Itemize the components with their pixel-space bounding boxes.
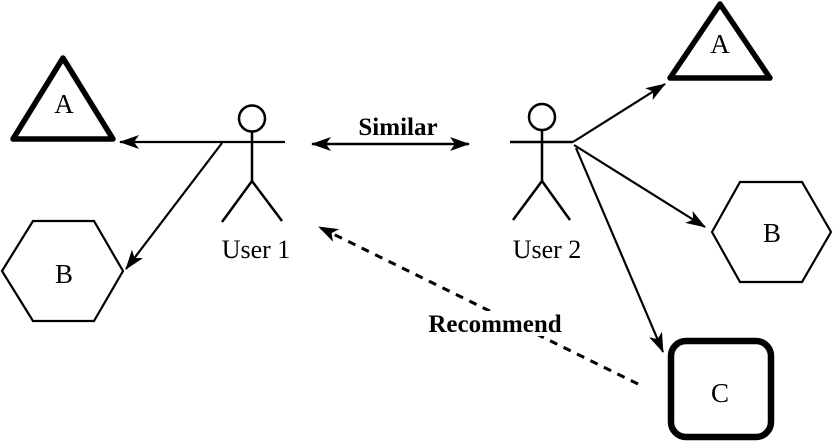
left-triangle-shape	[10, 55, 116, 142]
left-hexagon-label: B	[55, 259, 73, 289]
user1-left-leg	[220, 180, 254, 223]
recommend-label-background	[424, 311, 566, 336]
user2-left-leg	[511, 180, 544, 221]
square-c-label: C	[711, 378, 729, 408]
arrow-user1-to-left-hexagon	[125, 142, 223, 270]
recommend-arrow	[318, 225, 639, 386]
left-triangle-label: A	[54, 89, 74, 119]
right-hexagon-label: B	[763, 218, 781, 248]
user2-head	[527, 102, 557, 132]
user1-head	[237, 104, 267, 133]
user1-figure: User 1	[220, 104, 291, 264]
arrow-user2-to-square-c	[574, 147, 665, 353]
arrow-user2-to-right-triangle	[572, 83, 666, 143]
right-triangle-shape	[667, 1, 773, 81]
user2-right-leg	[540, 180, 572, 221]
arrow-user2-to-right-hexagon	[573, 144, 706, 228]
similar-label: Similar	[358, 114, 437, 141]
user1-right-leg	[251, 180, 283, 222]
square-c-shape	[667, 337, 775, 441]
user1-label: User 1	[222, 235, 291, 264]
recommend-label: Recommend	[428, 311, 561, 338]
user2-figure: User 2	[510, 102, 582, 264]
left-hexagon-shape	[0, 219, 125, 323]
user2-label: User 2	[513, 235, 582, 264]
right-triangle-label: A	[710, 29, 730, 59]
right-hexagon-shape	[710, 180, 833, 284]
